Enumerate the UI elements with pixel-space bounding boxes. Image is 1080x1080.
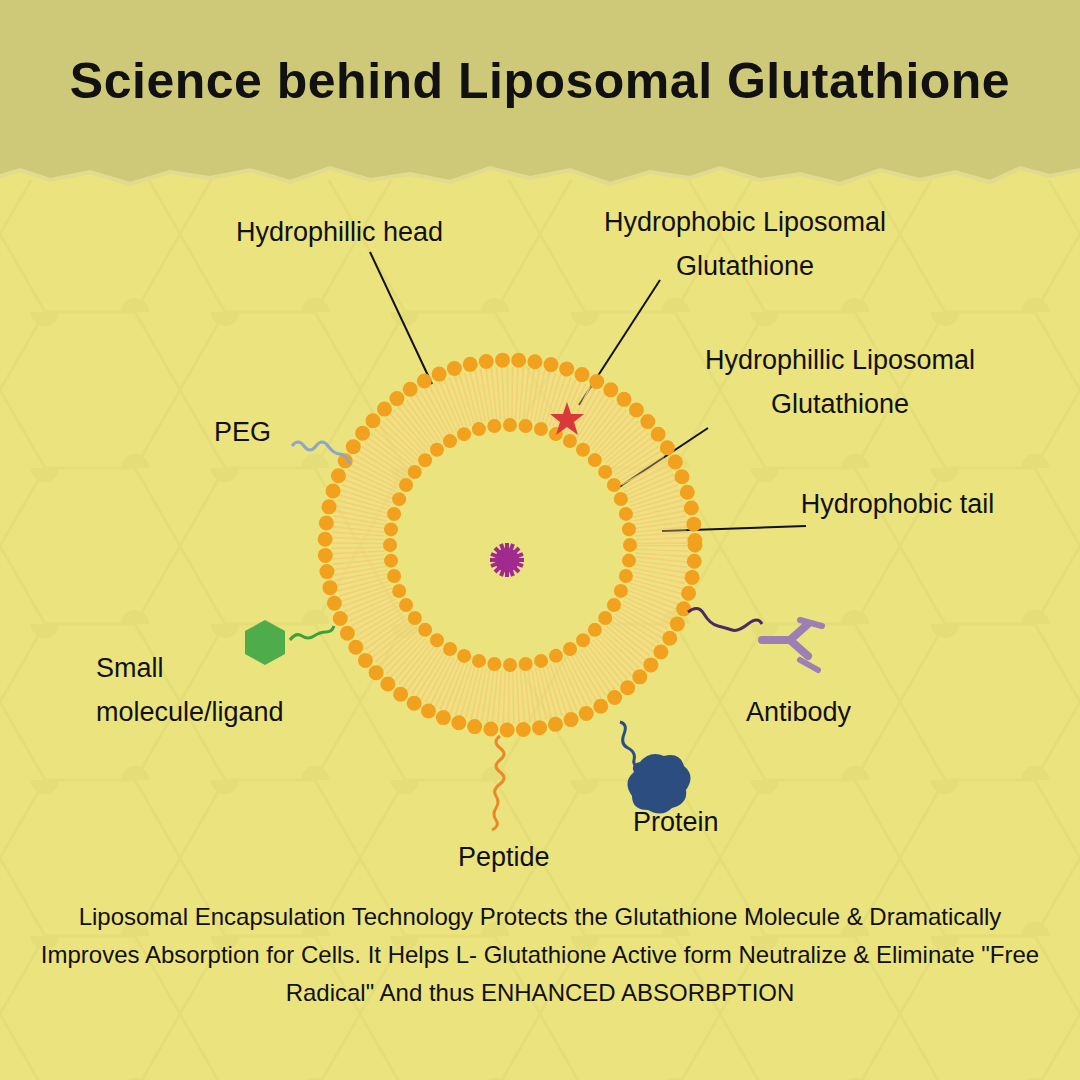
attachment-label: PEG [214, 410, 294, 454]
peg-chain [292, 442, 350, 464]
title-band [0, 0, 1080, 184]
attachment-label: Small molecule/ligand [96, 646, 336, 734]
ligand-chain [290, 626, 334, 640]
ligand-hexagon [245, 620, 285, 665]
part-label: Hydrophillic Liposomal Glutathione [670, 338, 1010, 426]
hydrophilic-burst [490, 543, 524, 577]
part-label: Hydrophobic tail [790, 482, 1005, 526]
attachment-label: Peptide [458, 835, 588, 879]
inner-heads [390, 425, 630, 665]
caption-text: Liposomal Encapsulation Technology Prote… [40, 898, 1040, 1012]
protein-blob [627, 754, 690, 814]
attachment-label: Protein [633, 800, 763, 844]
antibody-chain [688, 608, 762, 630]
part-label: Hydrophillic head [236, 210, 496, 254]
peptide-chain [492, 736, 504, 830]
part-label: Hydrophobic Liposomal Glutathione [585, 200, 905, 288]
outer-heads [325, 360, 695, 730]
antibody-symbol [762, 620, 822, 670]
attachment-label: Antibody [746, 690, 896, 734]
title-text: Science behind Liposomal Glutathione [0, 52, 1080, 110]
hydrophobic-star [550, 402, 584, 435]
